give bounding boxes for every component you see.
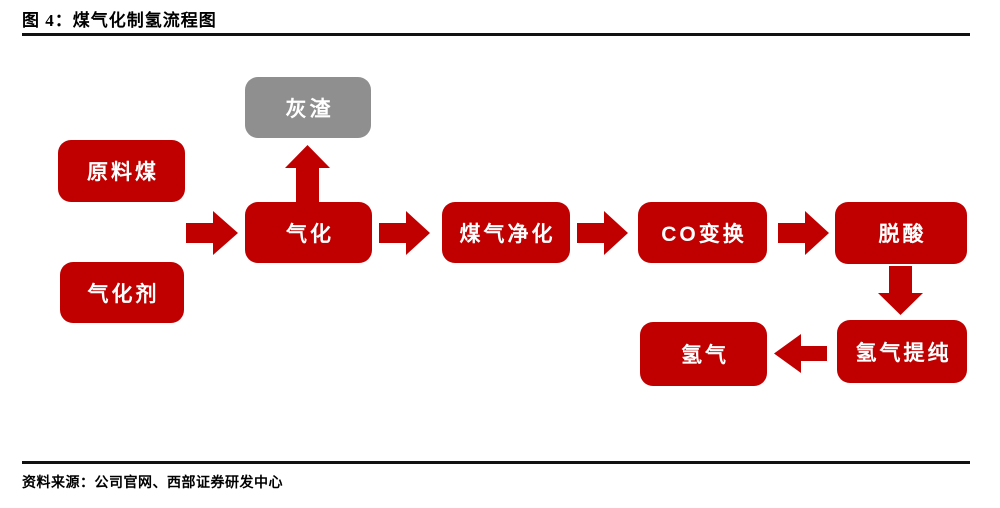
feed-to-gasification-arrow-right-icon xyxy=(186,211,238,255)
co-shift-to-deacidification-arrow-right-icon xyxy=(778,211,829,255)
figure-title: 图 4：煤气化制氢流程图 xyxy=(22,11,217,30)
node-gas-purification-label: 煤气净化 xyxy=(459,222,556,246)
gasification-to-purification-arrow-right-icon xyxy=(379,211,430,255)
node-hydrogen-label: 氢气 xyxy=(681,344,729,367)
node-hydrogen: 氢气 xyxy=(640,322,767,386)
deacidification-to-h2-purification-arrow-down-icon xyxy=(878,266,923,315)
node-ash-residue: 灰渣 xyxy=(245,77,371,138)
node-hydrogen-purification: 氢气提纯 xyxy=(837,320,967,383)
bottom-divider xyxy=(22,461,970,464)
node-ash-residue-label: 灰渣 xyxy=(285,97,334,121)
node-hydrogen-purification-label: 氢气提纯 xyxy=(855,341,952,365)
node-gasification: 气化 xyxy=(245,202,372,263)
coal-gasification-flow-diagram: 原料煤 气化剂 灰渣 气化 煤气净化 CO变换 脱酸 氢气提纯 氢气 xyxy=(0,40,1000,460)
h2-purification-to-hydrogen-arrow-left-icon xyxy=(774,334,827,373)
node-gasification-label: 气化 xyxy=(286,222,334,246)
node-raw-coal-label: 原料煤 xyxy=(87,161,159,184)
node-co-shift-label: CO变换 xyxy=(661,222,747,246)
gasification-to-ash-arrow-up-icon xyxy=(285,145,330,202)
node-gasification-agent-label: 气化剂 xyxy=(87,282,160,306)
node-co-shift: CO变换 xyxy=(638,202,767,263)
node-raw-coal: 原料煤 xyxy=(58,140,185,202)
top-divider xyxy=(22,33,970,36)
purification-to-co-shift-arrow-right-icon xyxy=(577,211,628,255)
node-gas-purification: 煤气净化 xyxy=(442,202,570,263)
node-deacidification: 脱酸 xyxy=(835,202,967,264)
node-deacidification-label: 脱酸 xyxy=(878,223,927,246)
figure-source: 资料来源：公司官网、西部证券研发中心 xyxy=(22,476,283,491)
node-gasification-agent: 气化剂 xyxy=(60,262,184,323)
